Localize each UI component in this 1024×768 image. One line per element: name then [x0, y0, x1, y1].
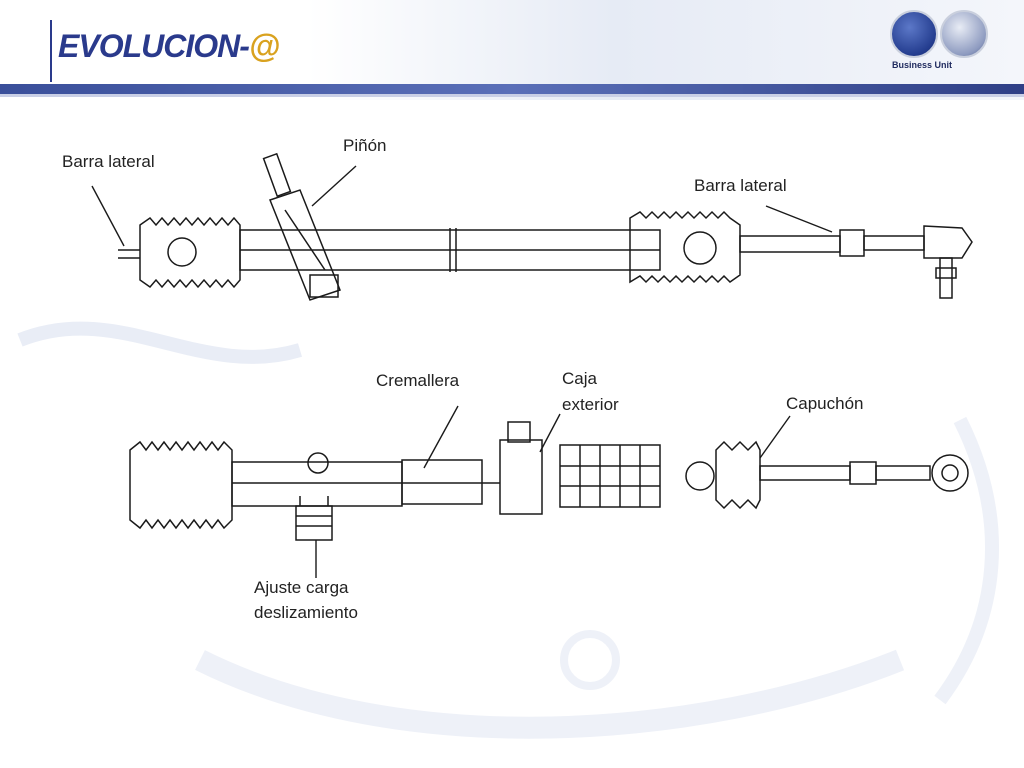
label-leaders	[91, 165, 833, 578]
bottom-rack-housing-left	[231, 461, 403, 507]
logo-wordmark: EVOLUCION-@	[58, 28, 280, 65]
evolucion-logo: EVOLUCION-@	[50, 20, 280, 82]
leader-barra-lateral-right	[765, 205, 833, 233]
lancia-badge-icon	[940, 10, 988, 58]
header-stripe-thin	[0, 94, 1024, 97]
bottom-capuchon-boot	[685, 440, 761, 510]
top-rack-assembly	[118, 152, 973, 301]
logo-text: EVOLUCION-	[58, 28, 250, 64]
label-cremallera: Cremallera	[376, 371, 460, 390]
logo-at: @	[248, 28, 280, 64]
label-capuchon: Capuchón	[786, 394, 864, 413]
label-ajuste-carga: Ajuste carga	[254, 578, 349, 597]
slide-header: EVOLUCION-@ Business Unit	[0, 0, 1024, 100]
logo-bar	[50, 20, 52, 82]
leader-pinon	[311, 165, 357, 207]
fiat-badge-icon	[890, 10, 938, 58]
top-right-bellows	[629, 210, 741, 284]
label-pinon: Piñón	[343, 136, 387, 155]
leader-capuchon	[759, 415, 791, 459]
bottom-slide-adjuster	[295, 496, 333, 541]
top-pinion-housing	[262, 152, 341, 301]
brand-badges: Business Unit	[884, 10, 994, 76]
label-deslizamiento: deslizamiento	[254, 603, 358, 622]
bottom-tie-rod	[759, 454, 969, 492]
leader-barra-lateral-left	[91, 185, 125, 247]
leader-caja-exterior	[539, 413, 561, 453]
top-left-bellows	[139, 216, 241, 289]
label-barra-lateral-right: Barra lateral	[694, 176, 787, 195]
leader-cremallera	[423, 405, 459, 469]
label-barra-lateral-left: Barra lateral	[62, 152, 155, 171]
steering-rack-diagram	[91, 152, 973, 578]
bottom-outer-case	[499, 421, 661, 515]
business-unit-label: Business Unit	[892, 60, 953, 70]
header-stripe	[0, 84, 1024, 94]
label-caja: Caja	[562, 369, 597, 388]
top-right-tie-rod	[739, 225, 973, 299]
background-watermark	[17, 321, 999, 739]
bottom-rack-tube	[401, 459, 483, 505]
bottom-rack-assembly	[129, 421, 969, 541]
label-exterior: exterior	[562, 395, 619, 414]
bottom-left-bellows	[129, 440, 233, 530]
